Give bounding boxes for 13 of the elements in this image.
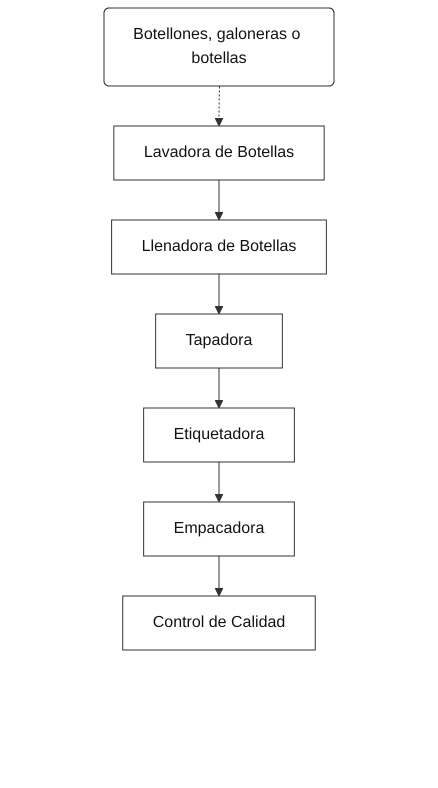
node-text: Botellones, galoneras o botellas <box>133 26 300 67</box>
node-box: Control de Calidad <box>122 596 316 650</box>
node-box: Llenadora de Botellas <box>111 220 327 274</box>
node-box: Empacadora <box>143 502 295 556</box>
node-box: Lavadora de Botellas <box>113 126 325 180</box>
arrow <box>214 180 224 220</box>
arrow <box>214 556 224 596</box>
arrow <box>214 368 224 408</box>
node-box: Tapadora <box>155 314 283 368</box>
arrow <box>214 86 224 126</box>
arrow <box>214 274 224 314</box>
node-box: Etiquetadora <box>143 408 295 462</box>
arrow <box>214 462 224 502</box>
